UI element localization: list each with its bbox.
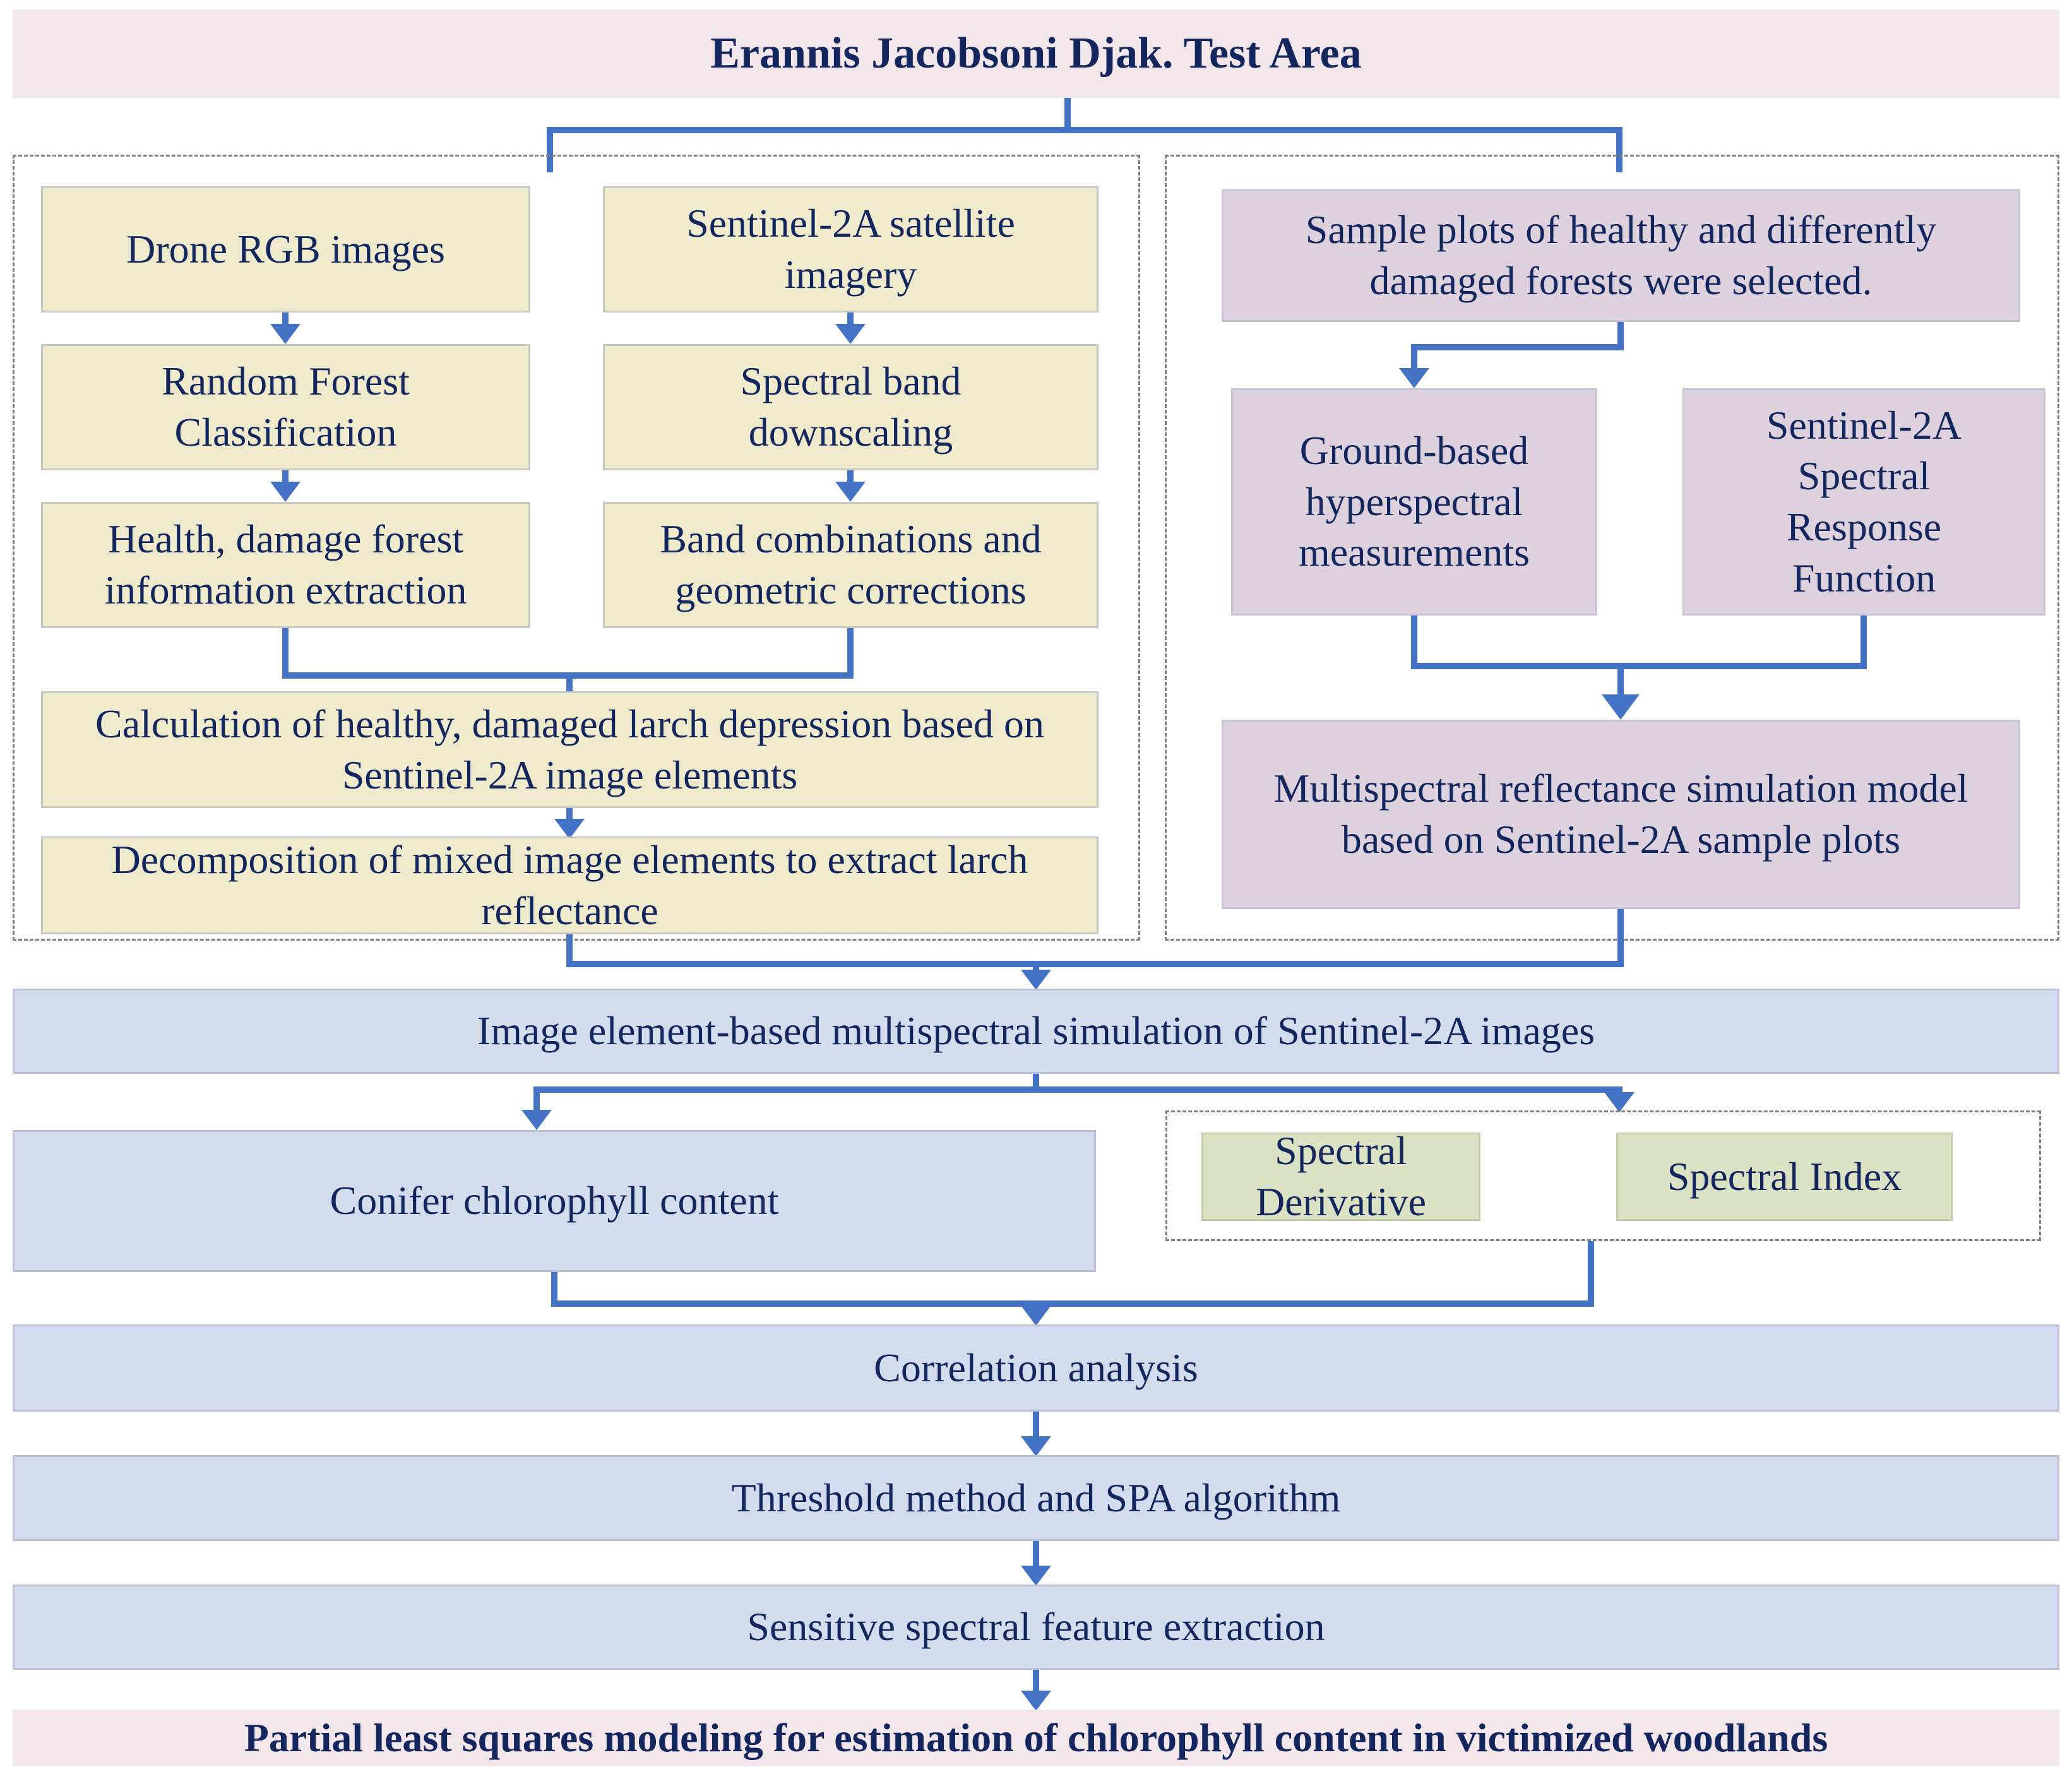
arrow-line-corr-to-threshold	[1033, 1412, 1039, 1438]
box-random-forest-classification: Random Forest Classification	[41, 344, 530, 470]
footer-pls-modeling-bar: Partial least squares modeling for estim…	[13, 1710, 2059, 1766]
arrow-down-icon	[1021, 1566, 1051, 1586]
connector-merge-right-b	[1861, 616, 1867, 669]
bar-sensitive-feature-extraction: Sensitive spectral feature extraction	[13, 1585, 2059, 1670]
box-decomposition-mixed-elements: Decomposition of mixed image elements to…	[41, 836, 1099, 934]
box-band-combinations-corrections: Band combinations and geometric correcti…	[603, 502, 1099, 628]
arrow-down-icon	[1021, 1306, 1051, 1326]
connector-correlation-merge-bar	[551, 1300, 1594, 1307]
connector-merge-right-bar	[1411, 663, 1867, 669]
spectral-features-dashed-panel	[1165, 1110, 2041, 1241]
bar-correlation-analysis: Correlation analysis	[13, 1324, 2059, 1412]
connector-decomp-drop	[566, 934, 573, 967]
connector-merge-right-a	[1411, 616, 1417, 669]
bar-threshold-spa: Threshold method and SPA algorithm	[13, 1455, 2059, 1541]
box-spectral-index: Spectral Index	[1616, 1133, 1953, 1221]
box-spectral-derivative: Spectral Derivative	[1201, 1128, 1480, 1224]
arrow-down-icon	[1604, 1092, 1634, 1112]
right-dashed-panel	[1165, 155, 2059, 941]
left-dashed-panel	[13, 155, 1140, 941]
connector-panels-merge-bar	[566, 961, 1624, 967]
connector-sample-stub	[1617, 322, 1624, 350]
connector-merge-left-drop	[566, 672, 573, 691]
connector-merge-right-drop	[1617, 663, 1624, 698]
arrow-down-icon	[1602, 694, 1640, 720]
connector-conifer-stub	[551, 1272, 557, 1307]
box-calculation-larch-depression: Calculation of healthy, damaged larch de…	[41, 691, 1099, 808]
connector-sample-elbow	[1411, 344, 1624, 350]
connector-header-split	[547, 127, 1622, 133]
box-sample-plots-selected: Sample plots of healthy and differently …	[1222, 189, 2020, 322]
arrow-down-icon	[554, 819, 585, 839]
connector-split-bar	[533, 1086, 1622, 1093]
connector-header-left-drop	[547, 127, 553, 172]
connector-split-stem	[1033, 1074, 1039, 1093]
arrow-line-rf-to-health	[282, 470, 289, 484]
arrow-down-icon	[521, 1110, 552, 1130]
connector-split-left-drop	[533, 1086, 540, 1112]
header-title-bar: Erannis Jacobsoni Djak. Test Area	[13, 9, 2059, 98]
box-drone-rgb-images: Drone RGB images	[41, 186, 530, 312]
arrow-down-icon	[835, 482, 866, 502]
connector-features-stub	[1588, 1241, 1594, 1307]
box-spectral-band-downscaling: Spectral band downscaling	[603, 344, 1099, 470]
bar-image-element-simulation: Image element-based multispectral simula…	[13, 989, 2059, 1074]
box-multispectral-simulation-model: Multispectral reflectance simulation mod…	[1222, 720, 2020, 909]
arrow-down-icon	[1021, 970, 1051, 990]
connector-merge-left-b	[847, 628, 854, 679]
arrow-down-icon	[270, 482, 301, 502]
box-sentinel-spectral-response: Sentinel-2A Spectral Response Function	[1682, 388, 2045, 616]
box-health-damage-extraction: Health, damage forest information extrac…	[41, 502, 530, 628]
arrow-line-downscaling-to-combinations	[847, 470, 854, 484]
box-conifer-chlorophyll-content: Conifer chlorophyll content	[13, 1130, 1096, 1272]
arrow-down-icon	[1021, 1691, 1051, 1711]
arrow-line-sentinel-to-downscaling	[847, 312, 854, 326]
connector-header-right-drop	[1616, 127, 1622, 172]
connector-correlation-merge-drop	[1033, 1300, 1039, 1309]
arrow-down-icon	[1399, 368, 1429, 388]
box-ground-hyperspectral: Ground-based hyperspectral measurements	[1231, 388, 1597, 616]
arrow-line-calc-to-decomp	[566, 808, 573, 822]
box-sentinel-satellite-imagery: Sentinel-2A satellite imagery	[603, 186, 1099, 312]
arrow-down-icon	[835, 324, 866, 344]
connector-header-stem	[1064, 98, 1071, 133]
connector-panels-merge-drop	[1033, 961, 1039, 971]
connector-merge-left-a	[282, 628, 289, 679]
arrow-line-drone-to-rf	[282, 312, 289, 326]
connector-sample-drop	[1411, 344, 1417, 369]
connector-split-right-drop	[1616, 1086, 1622, 1095]
connector-model-drop	[1617, 909, 1624, 967]
arrow-down-icon	[270, 324, 301, 344]
arrow-line-threshold-to-sensitive	[1033, 1541, 1039, 1568]
arrow-line-sensitive-to-pls	[1033, 1670, 1039, 1693]
arrow-down-icon	[1021, 1436, 1051, 1456]
